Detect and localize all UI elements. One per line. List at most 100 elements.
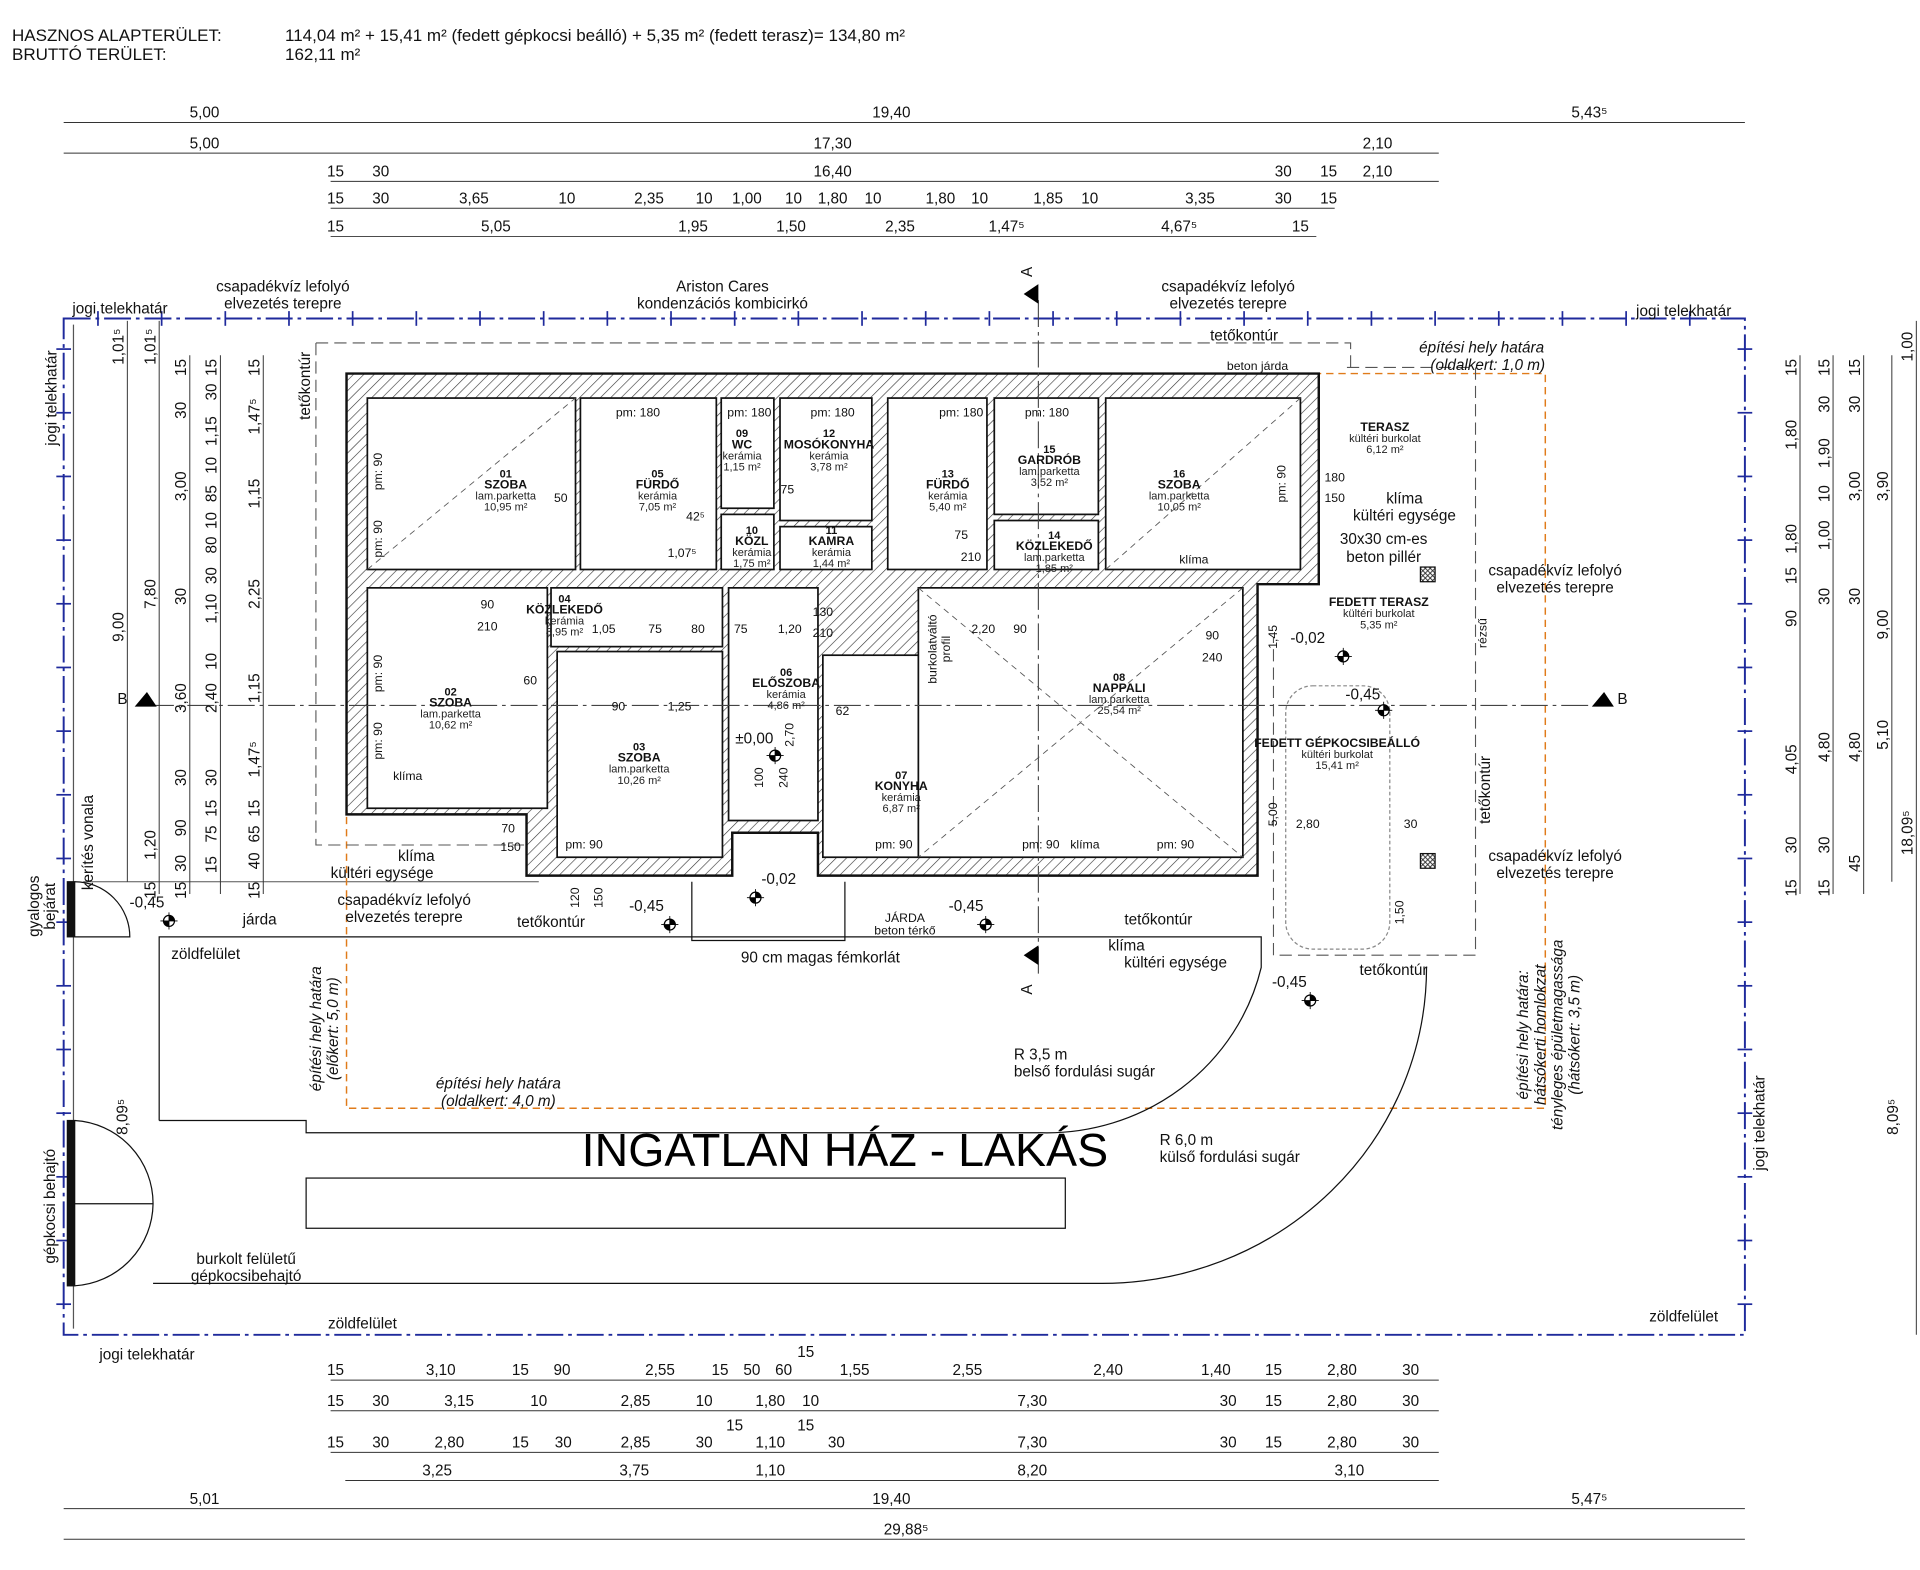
dim-label-bottom: 3,25 xyxy=(422,1463,452,1480)
dim-label-left: 15 xyxy=(204,800,221,817)
inner-dim-label: 75 xyxy=(734,622,748,636)
dim-label-bottom: 7,30 xyxy=(1017,1393,1047,1410)
dim-label-top: 30 xyxy=(372,163,389,180)
level-marker-icon xyxy=(746,889,765,907)
turning-radius-note: R 6,0 m xyxy=(1160,1132,1214,1149)
inner-dim-label: 1,25 xyxy=(668,699,692,713)
dim-label-bottom: 30 xyxy=(372,1393,389,1410)
dim-label-left: 15 xyxy=(204,359,221,376)
level-marker-label: -0,45 xyxy=(949,898,984,915)
dim-label-bottom: 1,40 xyxy=(1201,1362,1231,1379)
dim-label-top: 15 xyxy=(1292,219,1309,236)
dim-label-right: 30 xyxy=(1847,588,1864,605)
inner-dim-label: 50 xyxy=(554,491,568,505)
dim-label-bottom: 3,15 xyxy=(444,1393,474,1410)
inner-dim-label: 60 xyxy=(523,674,537,688)
driveway-label: burkolt felületű xyxy=(196,1251,296,1268)
legal-boundary-label: jogi telekhatár xyxy=(71,301,167,318)
pedestrian-gate-label: gyalogos xyxy=(26,875,43,937)
walkway-label: járda xyxy=(242,912,278,929)
window-sill-label: pm: 180 xyxy=(616,405,660,419)
boiler-note: kondenzációs kombicirkó xyxy=(637,296,808,313)
ac-outdoor-note: klíma xyxy=(1108,937,1145,954)
dim-label-bottom: 15 xyxy=(512,1362,529,1379)
dim-label-top: 15 xyxy=(1320,163,1337,180)
roof-contour-label: tetőkontúr xyxy=(297,352,314,420)
ac-indoor-label: klíma xyxy=(1179,552,1208,566)
legal-boundary-label: jogi telekhatár xyxy=(43,350,60,446)
floor-change-note: profil xyxy=(939,636,953,663)
dim-label-bottom: 2,85 xyxy=(621,1393,651,1410)
roof-contour-label: tetőkontúr xyxy=(1210,328,1278,345)
inner-dim-label: 42⁵ xyxy=(686,510,705,524)
dim-label-bottom: 29,88⁵ xyxy=(884,1521,929,1538)
paving-note: beton térkő xyxy=(874,923,935,937)
dim-label-bottom: 30 xyxy=(1402,1393,1419,1410)
dim-label-top: 2,35 xyxy=(885,219,915,236)
room-flooring: lam.parketta xyxy=(1019,466,1080,478)
inner-dim-label: 90 xyxy=(1013,622,1027,636)
level-marker-label: -0,45 xyxy=(629,898,664,915)
dim-label-top: 10 xyxy=(696,190,713,207)
dim-label-right: 1,80 xyxy=(1783,420,1800,450)
dim-label-top: 19,40 xyxy=(872,105,910,122)
section-label-a: A xyxy=(1019,266,1036,277)
watermark: INGATLAN HÁZ - LAKÁS xyxy=(582,1124,1108,1176)
dim-label-bottom: 15 xyxy=(512,1434,529,1451)
dim-label-left: 2,25 xyxy=(247,579,264,609)
window-sill-label: pm: 180 xyxy=(811,405,855,419)
roof-contour-label: tetőkontúr xyxy=(517,914,585,931)
room-area: 3,52 m² xyxy=(1031,477,1069,489)
dim-label-top: 15 xyxy=(327,163,344,180)
dim-label-bottom: 30 xyxy=(828,1434,845,1451)
room-area: 10,05 m² xyxy=(1157,502,1201,514)
level-marker-icon xyxy=(977,916,995,934)
dim-label-top: 16,40 xyxy=(814,163,852,180)
dim-label-left: 1,15 xyxy=(247,673,264,703)
room-number: 03 xyxy=(633,742,645,754)
room-flooring: lam.parketta xyxy=(420,709,481,721)
room-number: 05 xyxy=(651,469,663,481)
dim-label-bottom: 2,85 xyxy=(621,1434,651,1451)
dim-label-bottom: 15 xyxy=(797,1344,814,1361)
inner-dim-label: 150 xyxy=(591,887,605,908)
inner-dim-label: 1,20 xyxy=(778,622,802,636)
inner-dim-label: 120 xyxy=(568,887,582,908)
inner-dim-label: 5,00 xyxy=(1266,802,1280,826)
dim-label-bottom: 30 xyxy=(372,1434,389,1451)
dim-label-bottom: 10 xyxy=(696,1393,713,1410)
inner-dim-label: 150 xyxy=(1324,491,1345,505)
room-number: 10 xyxy=(746,525,758,537)
room-number: 08 xyxy=(1113,672,1125,684)
room-area: 6,87 m² xyxy=(883,803,921,815)
window-sill-label: pm: 90 xyxy=(875,838,913,852)
dim-label-top: 1,00 xyxy=(732,190,762,207)
inner-dim-label: 90 xyxy=(1205,628,1219,642)
floor-change-note: burkolatváltó xyxy=(926,614,940,684)
room-name: TERASZ xyxy=(1360,420,1409,434)
gross-area-label: BRUTTÓ TERÜLET: xyxy=(12,45,167,64)
concrete-walk-label: beton járda xyxy=(1227,359,1288,373)
room-name: SZOBA xyxy=(429,696,472,710)
inner-dim-label: 130 xyxy=(813,605,834,619)
inner-dim-label: 90 xyxy=(612,699,626,713)
dim-label-bottom: 1,10 xyxy=(755,1434,785,1451)
room-name: ELŐSZOBA xyxy=(752,675,820,690)
dim-label-bottom: 15 xyxy=(327,1362,344,1379)
level-marker-icon xyxy=(1334,647,1352,666)
room-name: KÖZLEKEDŐ xyxy=(526,602,603,617)
dim-label-right: 15 xyxy=(1816,879,1833,896)
dim-label-top: 1,95 xyxy=(678,219,708,236)
dim-label-top: 5,00 xyxy=(190,105,220,122)
dim-label-top: 3,35 xyxy=(1185,190,1215,207)
inner-dim-label: 1,07⁵ xyxy=(668,546,697,560)
room-number: 06 xyxy=(780,667,792,679)
plot-boundary xyxy=(56,311,1753,1336)
inner-dim-label: 30 xyxy=(1404,817,1418,831)
dim-label-right: 30 xyxy=(1847,396,1864,413)
dimension-lines xyxy=(63,122,1917,1540)
inner-dim-label: 210 xyxy=(477,620,498,634)
dim-label-right: 30 xyxy=(1783,836,1800,853)
building-zone-note: építési hely határa xyxy=(308,966,325,1091)
